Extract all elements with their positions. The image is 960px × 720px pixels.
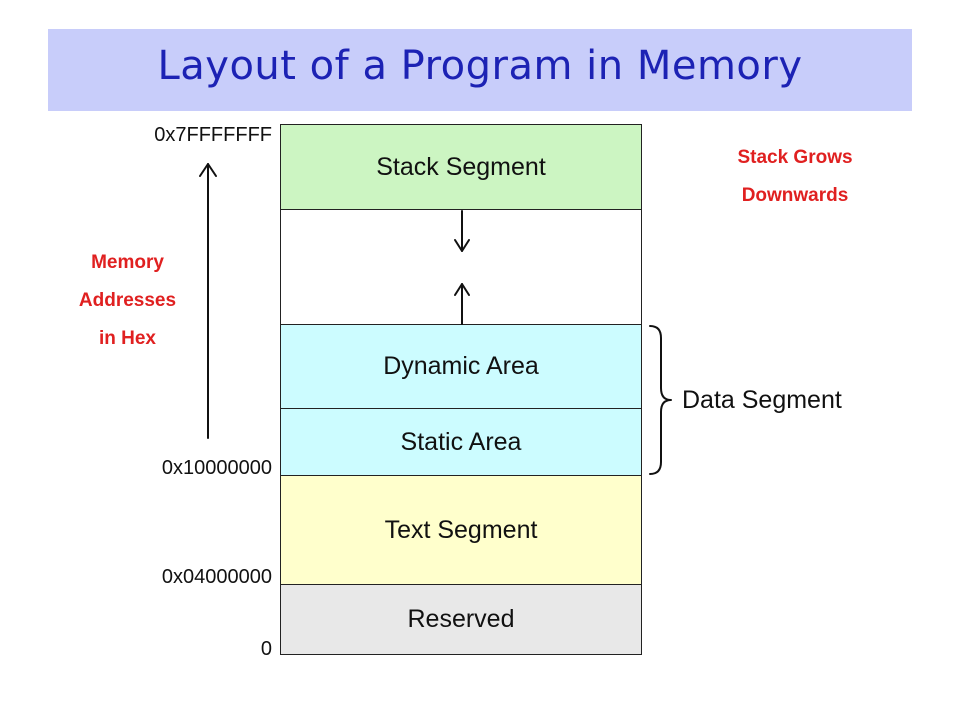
stack-segment: Stack Segment (280, 124, 642, 210)
memory-addresses-line-2: Addresses (78, 290, 177, 311)
text-segment: Text Segment (280, 475, 642, 585)
static-area-label: Static Area (400, 427, 522, 456)
reserved-segment: Reserved (280, 584, 642, 655)
address-up-arrow (199, 163, 217, 439)
stack-down-arrow (454, 210, 470, 252)
data-segment-brace (649, 325, 672, 475)
stack-grows-line-2: Downwards (741, 185, 849, 206)
address-top: 0x7FFFFFFF (154, 124, 272, 146)
memory-addresses-label: Memory Addresses in Hex (50, 244, 205, 358)
stack-grows-line-1: Stack Grows (737, 147, 853, 168)
stack-segment-label: Stack Segment (376, 152, 546, 181)
dynamic-area: Dynamic Area (280, 324, 642, 409)
data-segment-label: Data Segment (682, 386, 842, 414)
address-text-start: 0x04000000 (161, 566, 272, 588)
static-area: Static Area (280, 408, 642, 476)
page-title: Layout of a Program in Memory (157, 43, 803, 89)
title-bar: Layout of a Program in Memory (48, 29, 912, 111)
address-data-start: 0x10000000 (161, 457, 272, 479)
dynamic-area-label: Dynamic Area (383, 352, 539, 380)
stack-grows-label: Stack Grows Downwards (700, 139, 890, 215)
address-zero: 0 (260, 638, 272, 660)
text-segment-label: Text Segment (384, 515, 538, 544)
reserved-segment-label: Reserved (407, 605, 515, 633)
heap-up-arrow (454, 283, 470, 325)
memory-addresses-line-3: in Hex (98, 328, 157, 349)
memory-addresses-line-1: Memory (91, 252, 164, 273)
